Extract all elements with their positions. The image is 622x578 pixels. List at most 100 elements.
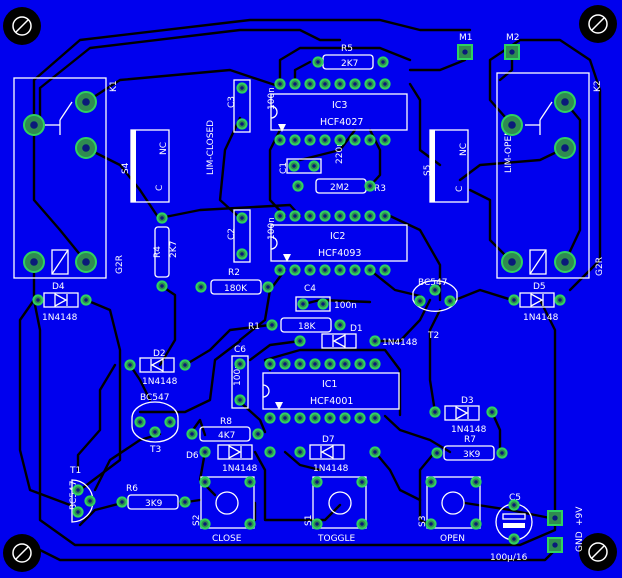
ic-ic2: IC2 HCF4093 <box>270 224 408 262</box>
drill-hole <box>298 362 302 366</box>
s4-c: C <box>155 185 165 191</box>
drill-hole <box>512 298 516 302</box>
c1-value: 220n <box>335 141 345 164</box>
ic1-ref: IC1 <box>322 379 337 390</box>
drill-hole <box>88 499 92 503</box>
drill-hole <box>160 284 164 288</box>
drill-hole <box>30 121 38 129</box>
drill-hole <box>323 138 327 142</box>
drill-hole <box>278 82 282 86</box>
d6-ref: D6 <box>186 451 199 461</box>
drill-hole <box>308 214 312 218</box>
c3-ref: C3 <box>227 96 237 108</box>
drill-hole <box>373 339 377 343</box>
s1-ref: S1 <box>304 515 314 526</box>
power-labels: +9V GND <box>575 506 585 552</box>
diode-bodies <box>43 292 555 460</box>
ic2-part: HCF4093 <box>318 248 361 259</box>
drill-hole <box>383 214 387 218</box>
switch-s1: S1 TOGGLE <box>304 476 367 544</box>
drill-hole <box>509 49 515 55</box>
drill-hole <box>240 122 244 126</box>
drill-hole <box>270 323 274 327</box>
drill-hole <box>315 480 319 484</box>
c3-value: 100n <box>267 87 277 110</box>
drill-hole <box>373 416 377 420</box>
drill-hole <box>240 252 244 256</box>
m1-ref: M1 <box>459 33 473 43</box>
d6-part: 1N4148 <box>222 464 258 474</box>
drill-hole <box>462 49 468 55</box>
power-plus: +9V <box>575 506 585 526</box>
drill-hole <box>301 302 305 306</box>
drill-hole <box>203 522 207 526</box>
d4-ref: D4 <box>52 282 65 292</box>
drill-hole <box>512 503 516 507</box>
s5-c: C <box>455 186 465 192</box>
drill-hole <box>433 410 437 414</box>
drill-hole <box>138 420 142 424</box>
r6-ref: R6 <box>126 484 138 494</box>
drill-hole <box>323 82 327 86</box>
drill-hole <box>316 60 320 64</box>
r1-value: 18K <box>298 322 316 332</box>
s2-label: CLOSE <box>212 534 242 544</box>
relay-k1-ref: K1 <box>109 80 119 92</box>
r2-ref: R2 <box>228 268 240 278</box>
d1-part: 1N4148 <box>382 338 418 348</box>
r1-ref: R1 <box>248 322 260 332</box>
ic-ic1: IC1 HCF4001 <box>262 372 400 410</box>
drill-hole <box>238 362 242 366</box>
drill-hole <box>168 420 172 424</box>
d2-part: 1N4148 <box>142 377 178 387</box>
drill-hole <box>183 500 187 504</box>
s3-label: OPEN <box>440 534 465 544</box>
drill-hole <box>82 144 90 152</box>
s5-nc: NC <box>459 143 469 156</box>
d7-part: 1N4148 <box>313 464 349 474</box>
drill-hole <box>315 522 319 526</box>
d3-part: 1N4148 <box>451 425 487 435</box>
drill-hole <box>435 451 439 455</box>
drill-hole <box>343 416 347 420</box>
drill-hole <box>418 299 422 303</box>
drill-hole <box>313 362 317 366</box>
mounting-holes <box>3 5 617 572</box>
r3-value: 2M2 <box>330 183 349 193</box>
t1-part: BC547 <box>69 481 79 510</box>
drill-hole <box>321 302 325 306</box>
drill-hole <box>353 82 357 86</box>
drill-hole <box>296 184 300 188</box>
r8-ref: R8 <box>220 417 232 427</box>
drill-hole <box>474 480 478 484</box>
drill-hole <box>561 144 569 152</box>
r5-value: 2K7 <box>341 59 358 69</box>
drill-hole <box>383 268 387 272</box>
c5-value: 100µ/16 <box>490 553 528 563</box>
drill-hole <box>240 216 244 220</box>
drill-hole <box>360 480 364 484</box>
drill-hole <box>368 184 372 188</box>
drill-hole <box>552 542 558 548</box>
s4-name: LIM-CLOSED <box>206 120 216 175</box>
t3-part: BC547 <box>140 393 169 403</box>
ic3-ref: IC3 <box>332 100 347 111</box>
drill-hole <box>240 86 244 90</box>
t1-ref: T1 <box>69 466 81 476</box>
d1-ref: D1 <box>350 324 363 334</box>
m2-ref: M2 <box>506 33 520 43</box>
c4-value: 100n <box>334 301 357 311</box>
drill-hole <box>293 138 297 142</box>
drill-hole <box>82 258 90 266</box>
drill-hole <box>353 138 357 142</box>
ic1-part: HCF4001 <box>310 396 353 407</box>
r4-value: 2K7 <box>169 241 179 258</box>
r8-value: 4K7 <box>218 431 235 441</box>
r4-ref: R4 <box>153 246 163 258</box>
drill-hole <box>381 60 385 64</box>
transistor-t2: BC547 T2 <box>412 278 458 341</box>
drill-hole <box>312 164 316 168</box>
drill-hole <box>278 138 282 142</box>
drill-hole <box>183 363 187 367</box>
